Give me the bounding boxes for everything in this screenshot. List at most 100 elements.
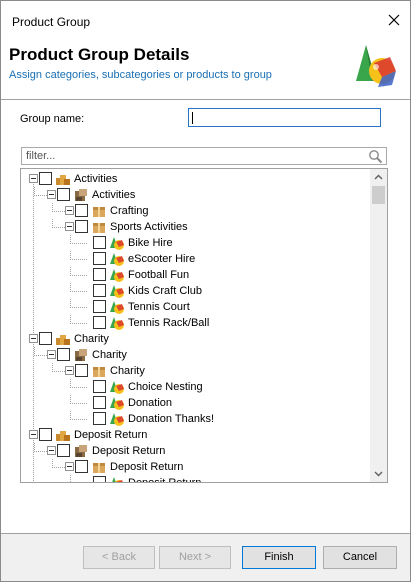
product-icon xyxy=(109,315,125,331)
tree-scrollbar[interactable] xyxy=(370,169,387,482)
subcategory-icon xyxy=(91,363,107,379)
tree-checkbox[interactable] xyxy=(75,220,88,233)
footer-divider xyxy=(1,533,410,534)
tree-row[interactable]: Donation Thanks! xyxy=(21,411,371,427)
tree-item-label: Activities xyxy=(92,189,136,201)
tree-connector xyxy=(34,355,51,356)
tree-connector xyxy=(70,243,87,244)
tree-row[interactable]: Activities xyxy=(21,187,371,203)
tree-checkbox[interactable] xyxy=(75,204,88,217)
tree-row[interactable]: Activities xyxy=(21,171,371,187)
tree-row[interactable]: Deposit Return xyxy=(21,475,371,482)
tree-checkbox[interactable] xyxy=(93,268,106,281)
collapse-icon[interactable] xyxy=(47,446,56,455)
tree-checkbox[interactable] xyxy=(39,332,52,345)
tree-checkbox[interactable] xyxy=(93,252,106,265)
next-button[interactable]: Next > xyxy=(159,546,231,569)
tree-checkbox[interactable] xyxy=(93,300,106,313)
group-name-label: Group name: xyxy=(20,113,85,125)
tree-connector xyxy=(70,419,87,420)
finish-button[interactable]: Finish xyxy=(242,546,316,569)
header-divider xyxy=(1,99,410,100)
tree-row[interactable]: Charity xyxy=(21,331,371,347)
tree-item-label: Bike Hire xyxy=(128,237,173,249)
tree-checkbox[interactable] xyxy=(93,380,106,393)
tree-row[interactable]: Bike Hire xyxy=(21,235,371,251)
tree-connector xyxy=(70,315,71,324)
product-icon xyxy=(109,235,125,251)
tree-checkbox[interactable] xyxy=(93,236,106,249)
back-button[interactable]: < Back xyxy=(83,546,155,569)
tree-checkbox[interactable] xyxy=(57,188,70,201)
tree-checkbox[interactable] xyxy=(93,396,106,409)
tree-row[interactable]: Charity xyxy=(21,347,371,363)
collapse-icon[interactable] xyxy=(65,366,74,375)
tree-checkbox[interactable] xyxy=(93,476,106,482)
group-icon xyxy=(55,331,71,347)
product-icon xyxy=(109,283,125,299)
collapse-icon[interactable] xyxy=(29,334,38,343)
tree-row[interactable]: Tennis Court xyxy=(21,299,371,315)
tree-connector xyxy=(34,187,35,196)
filter-input[interactable]: filter... xyxy=(21,147,387,165)
product-icon xyxy=(109,395,125,411)
tree-row[interactable]: Kids Craft Club xyxy=(21,283,371,299)
tree-item-label: Charity xyxy=(92,349,127,361)
tree-row[interactable]: Crafting xyxy=(21,203,371,219)
tree-row[interactable]: Sports Activities xyxy=(21,219,371,235)
tree-connector xyxy=(70,475,71,482)
collapse-icon[interactable] xyxy=(65,222,74,231)
collapse-icon[interactable] xyxy=(29,430,38,439)
tree-row[interactable]: eScooter Hire xyxy=(21,251,371,267)
category-icon xyxy=(73,443,89,459)
collapse-icon[interactable] xyxy=(29,174,38,183)
product-icon xyxy=(109,267,125,283)
tree-row[interactable]: Choice Nesting xyxy=(21,379,371,395)
tree-checkbox[interactable] xyxy=(93,412,106,425)
search-icon[interactable] xyxy=(368,149,383,164)
tree-item-label: Donation Thanks! xyxy=(128,413,215,425)
scroll-up-icon[interactable] xyxy=(370,169,387,186)
collapse-icon[interactable] xyxy=(47,350,56,359)
tree-row[interactable]: Football Fun xyxy=(21,267,371,283)
tree-item-label: Deposit Return xyxy=(128,477,201,482)
tree-item-label: Crafting xyxy=(110,205,149,217)
tree-checkbox[interactable] xyxy=(57,444,70,457)
tree-connector xyxy=(52,363,53,372)
group-name-input[interactable] xyxy=(188,108,381,127)
tree-item-label: Charity xyxy=(74,333,109,345)
tree-checkbox[interactable] xyxy=(93,316,106,329)
tree-item-label: Deposit Return xyxy=(110,461,184,473)
close-icon[interactable] xyxy=(386,12,402,28)
collapse-icon[interactable] xyxy=(65,462,74,471)
collapse-icon[interactable] xyxy=(47,190,56,199)
tree-row[interactable]: Deposit Return xyxy=(21,443,371,459)
tree-connector xyxy=(34,347,35,356)
product-icon xyxy=(109,299,125,315)
tree-checkbox[interactable] xyxy=(93,284,106,297)
tree-checkbox[interactable] xyxy=(75,364,88,377)
tree-item-label: Football Fun xyxy=(128,269,190,281)
tree-row[interactable]: Donation xyxy=(21,395,371,411)
tree-connector xyxy=(52,459,53,468)
tree-checkbox[interactable] xyxy=(39,428,52,441)
category-icon xyxy=(73,347,89,363)
tree-connector xyxy=(70,267,71,276)
tree-row[interactable]: Tennis Rack/Ball xyxy=(21,315,371,331)
tree-checkbox[interactable] xyxy=(75,460,88,473)
tree-row[interactable]: Charity xyxy=(21,363,371,379)
subcategory-icon xyxy=(91,203,107,219)
tree-row[interactable]: Deposit Return xyxy=(21,459,371,475)
tree-row[interactable]: Deposit Return xyxy=(21,427,371,443)
tree-connector xyxy=(70,299,71,308)
scroll-thumb[interactable] xyxy=(372,186,385,204)
collapse-icon[interactable] xyxy=(65,206,74,215)
cancel-button[interactable]: Cancel xyxy=(323,546,397,569)
tree-checkbox[interactable] xyxy=(39,172,52,185)
tree-checkbox[interactable] xyxy=(57,348,70,361)
text-caret xyxy=(192,112,193,124)
scroll-down-icon[interactable] xyxy=(370,465,387,482)
title-bar: Product Group xyxy=(1,1,410,39)
